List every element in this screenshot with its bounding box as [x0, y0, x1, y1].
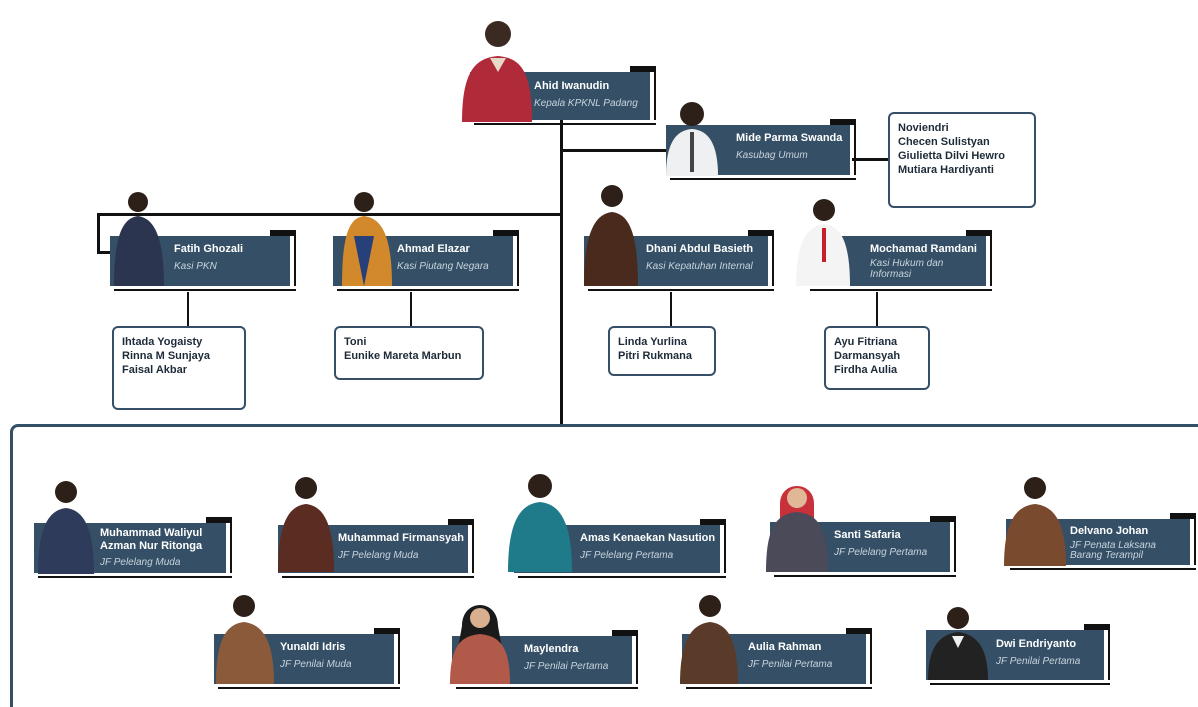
- functional-2-role: JF Pelelang Muda: [338, 550, 419, 561]
- subbag-card: Mide Parma Swanda Kasubag Umum: [666, 119, 856, 180]
- section-3-role: Kasi Kepatuhan Internal: [646, 261, 753, 272]
- section-2-name: Ahmad Elazar: [397, 243, 470, 255]
- section-4-name: Mochamad Ramdani: [870, 243, 977, 255]
- head-role: Kepala KPKNL Padang: [534, 98, 638, 109]
- functional-2-name: Muhammad Firmansyah: [338, 532, 464, 544]
- head-name: Ahid Iwanudin: [534, 80, 610, 92]
- connector-left-hook: [97, 251, 113, 254]
- section-4-staff-1: Ayu Fitriana: [834, 336, 898, 348]
- section-1-staff-3: Faisal Akbar: [122, 364, 188, 376]
- section-2-photo: [342, 192, 392, 286]
- subbag-role: Kasubag Umum: [736, 150, 808, 161]
- connector-sec1-staff: [187, 292, 189, 328]
- functional-6-name: Yunaldi Idris: [280, 641, 346, 653]
- section-2-staff-1: Toni: [344, 336, 367, 348]
- connector-trunk: [560, 120, 563, 424]
- subbag-staff-1: Noviendri: [898, 122, 949, 134]
- section-3-name: Dhani Abdul Basieth: [646, 243, 754, 255]
- functional-5-photo: [1004, 477, 1066, 566]
- functional-4-role: JF Pelelang Pertama: [834, 547, 928, 558]
- subbag-photo: [666, 102, 718, 176]
- section-1-staff-2: Rinna M Sunjaya: [122, 350, 211, 362]
- subbag-staff-3: Giulietta Dilvi Hewro: [898, 150, 1005, 162]
- section-1-name: Fatih Ghozali: [174, 243, 244, 255]
- functional-3-role: JF Pelelang Pertama: [580, 550, 674, 561]
- connector-subbag: [560, 149, 666, 152]
- section-4-staff-box: Ayu Fitriana Darmansyah Firdha Aulia: [824, 326, 930, 390]
- section-4-role: Kasi Hukum dan Informasi: [870, 258, 944, 280]
- section-4-photo: [796, 199, 850, 286]
- section-3-staff-2: Pitri Rukmana: [618, 350, 692, 362]
- connector-left-drop: [97, 213, 100, 253]
- functional-4-photo: [766, 486, 828, 572]
- functional-1-photo: [38, 481, 94, 574]
- section-4-staff-2: Darmansyah: [834, 350, 901, 362]
- connector-sec2-staff: [410, 292, 412, 328]
- subbag-staff-2: Checen Sulistyan: [898, 136, 990, 148]
- connector-left-sections: [97, 213, 563, 216]
- functional-4-name: Santi Safaria: [834, 529, 901, 541]
- functional-8-role: JF Penilai Pertama: [748, 659, 833, 670]
- connector-sec4-staff: [876, 292, 878, 328]
- functional-1-role: JF Pelelang Muda: [100, 557, 181, 568]
- functional-3-name: Amas Kenaekan Nasution: [580, 532, 716, 544]
- functional-9-name: Dwi Endriyanto: [996, 638, 1077, 650]
- functional-6-role: JF Penilai Muda: [280, 659, 352, 670]
- connector-subbag-staff: [852, 158, 890, 161]
- functional-8-photo: [680, 595, 738, 684]
- section-4-staff-3: Firdha Aulia: [834, 364, 898, 376]
- functional-7-name: Maylendra: [524, 643, 579, 655]
- functional-5-role: JF Penata Laksana Barang Terampil: [1070, 540, 1156, 561]
- functional-1-name: Muhammad Waliyul Azman Nur Ritonga: [100, 527, 203, 552]
- section-1-staff-1: Ihtada Yogaisty: [122, 336, 203, 348]
- section-2-role: Kasi Piutang Negara: [397, 261, 489, 272]
- section-2-staff-2: Eunike Mareta Marbun: [344, 350, 462, 362]
- functional-6-photo: [216, 595, 274, 684]
- functional-9-role: JF Penilai Pertama: [996, 656, 1081, 667]
- section-1-photo: [114, 192, 164, 286]
- section-2-staff-box: Toni Eunike Mareta Marbun: [334, 326, 484, 380]
- functional-2-photo: [278, 477, 334, 572]
- subbag-staff-4: Mutiara Hardiyanti: [898, 164, 994, 176]
- section-1-role: Kasi PKN: [174, 261, 217, 272]
- subbag-staff-box: Noviendri Checen Sulistyan Giulietta Dil…: [888, 112, 1036, 208]
- section-3-staff-box: Linda Yurlina Pitri Rukmana: [608, 326, 716, 376]
- functional-9-photo: [928, 607, 988, 680]
- section-1-staff-box: Ihtada Yogaisty Rinna M Sunjaya Faisal A…: [112, 326, 246, 410]
- functional-3-photo: [508, 474, 572, 572]
- functional-8-name: Aulia Rahman: [748, 641, 822, 653]
- head-photo: [462, 21, 532, 122]
- functional-7-photo: [450, 605, 510, 684]
- subbag-name: Mide Parma Swanda: [736, 132, 843, 144]
- section-3-staff-1: Linda Yurlina: [618, 336, 687, 348]
- functional-group-frame: [10, 424, 1198, 707]
- section-3-photo: [584, 185, 638, 286]
- functional-7-role: JF Penilai Pertama: [524, 661, 609, 672]
- functional-5-name: Delvano Johan: [1070, 525, 1149, 537]
- connector-sec3-staff: [670, 292, 672, 328]
